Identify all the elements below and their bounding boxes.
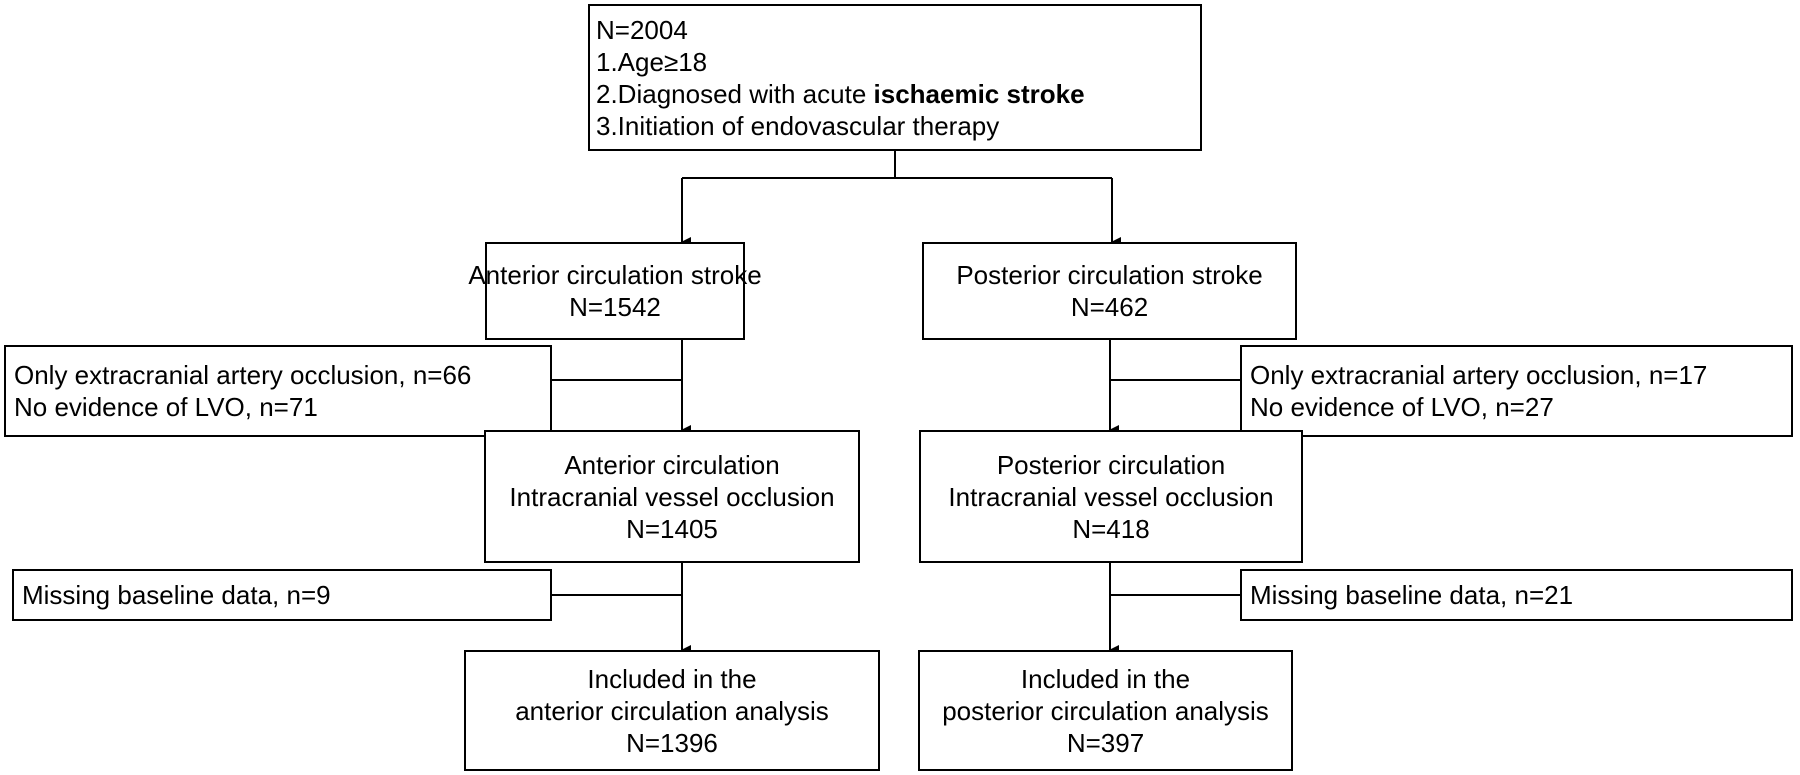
criterion-diagnosis-bold: ischaemic stroke bbox=[873, 78, 1085, 109]
posterior-final-box: Included in the posterior circulation an… bbox=[918, 650, 1293, 771]
total-n: N=2004 bbox=[596, 14, 688, 45]
posterior-missing-text: Missing baseline data, n=21 bbox=[1250, 580, 1574, 610]
posterior-stroke-title: Posterior circulation stroke bbox=[956, 260, 1263, 290]
anterior-stroke-n: N=1542 bbox=[569, 292, 661, 322]
criterion-diagnosis: 2.Diagnosed with acute ischaemic stroke bbox=[596, 78, 1085, 109]
anterior-stroke-box: Anterior circulation stroke N=1542 bbox=[468, 242, 762, 340]
anterior-ivo-line1: Anterior circulation bbox=[564, 449, 780, 480]
criterion-therapy: 3.Initiation of endovascular therapy bbox=[596, 110, 1000, 141]
anterior-ivo-n: N=1405 bbox=[626, 513, 718, 544]
posterior-exclusion-extracranial: Only extracranial artery occlusion, n=17 bbox=[1250, 360, 1708, 390]
posterior-ivo-box: Posterior circulation Intracranial vesse… bbox=[919, 430, 1303, 563]
posterior-final-line1: Included in the bbox=[1020, 663, 1191, 694]
posterior-ivo-n: N=418 bbox=[1072, 513, 1150, 544]
anterior-exclusion-no-lvo: No evidence of LVO, n=71 bbox=[14, 392, 318, 422]
anterior-stroke-title: Anterior circulation stroke bbox=[468, 260, 762, 290]
posterior-ivo-line1: Posterior circulation bbox=[996, 449, 1226, 480]
anterior-ivo-line2: Intracranial vessel occlusion bbox=[509, 481, 835, 512]
anterior-final-n: N=1396 bbox=[626, 727, 718, 758]
posterior-exclusion-no-lvo: No evidence of LVO, n=27 bbox=[1250, 392, 1554, 422]
posterior-ivo-line2: Intracranial vessel occlusion bbox=[948, 481, 1274, 512]
anterior-ivo-box: Anterior circulation Intracranial vessel… bbox=[484, 430, 860, 563]
anterior-exclusion-box: Only extracranial artery occlusion, n=66… bbox=[4, 345, 552, 437]
anterior-missing-box: Missing baseline data, n=9 bbox=[12, 569, 552, 621]
anterior-exclusion-extracranial: Only extracranial artery occlusion, n=66 bbox=[14, 360, 472, 390]
anterior-final-box: Included in the anterior circulation ana… bbox=[464, 650, 880, 771]
posterior-stroke-n: N=462 bbox=[1070, 292, 1149, 322]
posterior-final-line2: posterior circulation analysis bbox=[942, 695, 1269, 726]
anterior-missing-text: Missing baseline data, n=9 bbox=[22, 580, 331, 610]
posterior-exclusion-box: Only extracranial artery occlusion, n=17… bbox=[1240, 345, 1793, 437]
inclusion-criteria-box: N=2004 1.Age≥18 2.Diagnosed with acute i… bbox=[588, 4, 1202, 151]
posterior-stroke-box: Posterior circulation stroke N=462 bbox=[922, 242, 1297, 340]
criterion-age: 1.Age≥18 bbox=[596, 46, 708, 77]
anterior-final-line2: anterior circulation analysis bbox=[515, 695, 829, 726]
posterior-final-n: N=397 bbox=[1066, 727, 1145, 758]
anterior-final-line1: Included in the bbox=[587, 663, 757, 694]
posterior-missing-box: Missing baseline data, n=21 bbox=[1240, 569, 1793, 621]
